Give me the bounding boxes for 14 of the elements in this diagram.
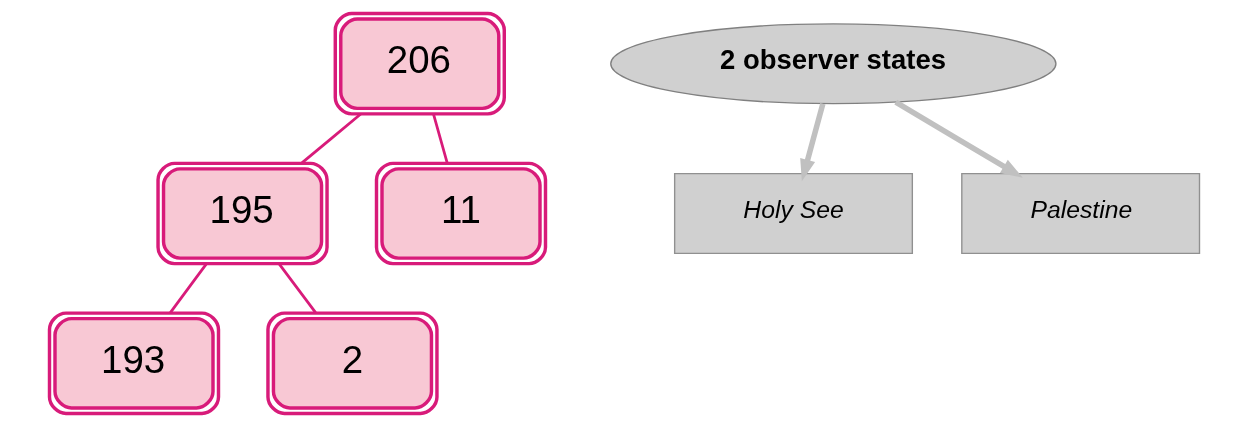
node-box: 2 bbox=[266, 311, 439, 416]
connector bbox=[301, 113, 362, 164]
node-box: 11 bbox=[374, 161, 548, 266]
node-box: 195 bbox=[156, 161, 329, 266]
node-box: 206 bbox=[333, 11, 506, 116]
arrow bbox=[894, 99, 1023, 178]
arrow bbox=[800, 103, 826, 182]
connector bbox=[432, 113, 449, 164]
node-box: Holy See bbox=[673, 172, 914, 255]
node-ellipse: 2 observer states bbox=[610, 23, 1057, 105]
connector bbox=[278, 263, 317, 314]
connector bbox=[169, 263, 208, 314]
node-box: 193 bbox=[47, 311, 221, 416]
node-box: Palestine bbox=[961, 172, 1201, 255]
